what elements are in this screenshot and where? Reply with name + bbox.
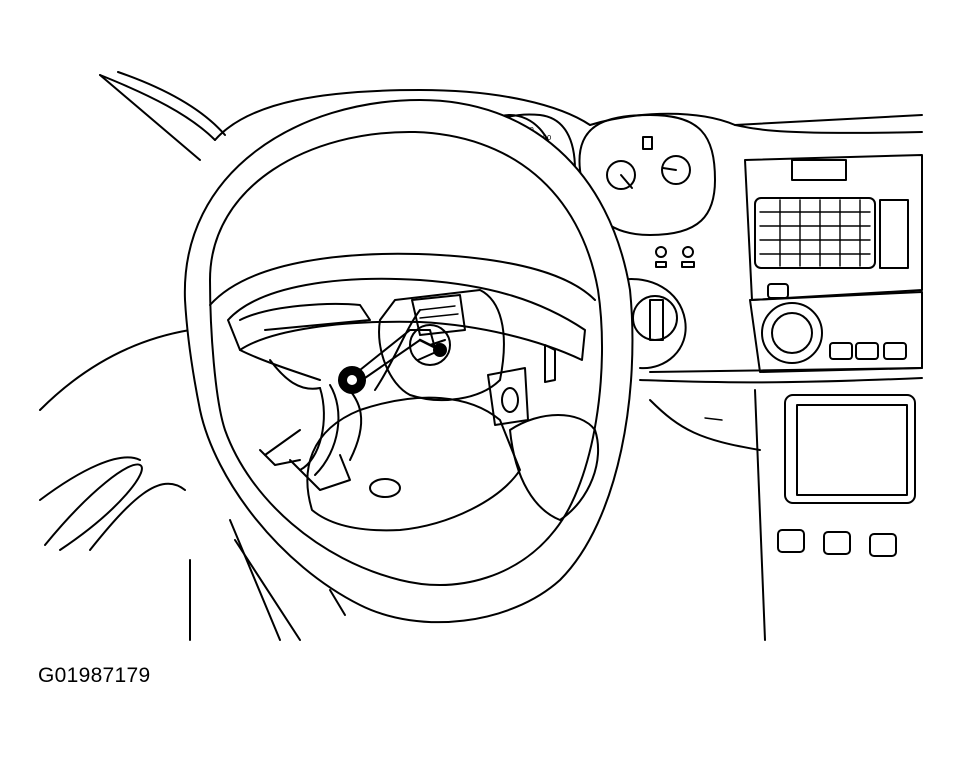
a-pillar [99,71,226,161]
steering-wheel-puller [338,329,442,394]
steering-wheel-rim [183,99,634,624]
air-vent [754,197,876,269]
ignition-switch [632,295,678,341]
figure-id-label: G01987179 [38,664,151,687]
steering-wheel-spokes [227,277,600,532]
door-panel [39,329,301,641]
clock-spring-hub [378,289,556,426]
radio-knob [761,302,823,364]
fuel-temp-gauge-pod [578,114,716,268]
steering-wheel-removal-illustration: 160 180 200 [39,71,923,641]
fuel-gauge [606,160,636,190]
wiring-harness [239,309,421,491]
center-console [639,154,923,641]
temperature-gauge [661,155,691,185]
